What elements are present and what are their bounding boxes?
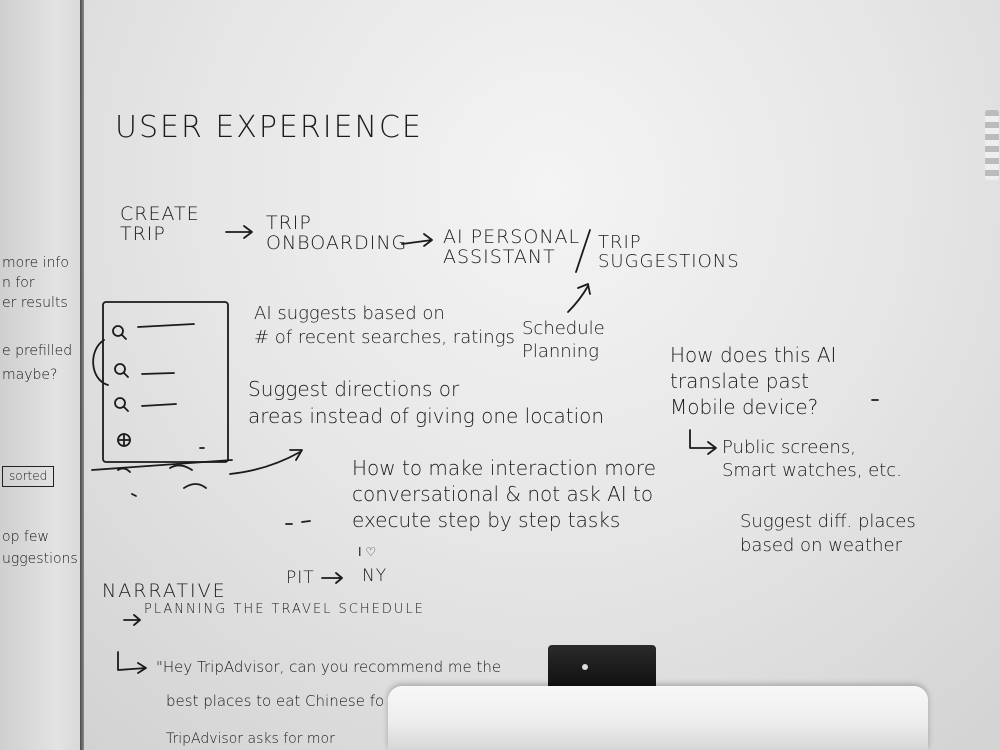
arrow-icon xyxy=(567,283,591,313)
left-note-3: er results xyxy=(2,295,68,311)
route-from: PIT xyxy=(286,568,315,588)
arrow-icon xyxy=(117,651,147,674)
left-note-1: more info xyxy=(2,255,69,271)
left-note-box: sorted xyxy=(2,466,55,487)
add-icon xyxy=(117,433,131,447)
arrow-icon xyxy=(689,429,717,455)
left-note-6: op few xyxy=(2,529,49,545)
arrow-icon xyxy=(401,233,433,247)
left-note-4: e prefilled xyxy=(2,343,73,359)
paper-roll xyxy=(388,686,928,750)
note-device: How does this AI translate past Mobile d… xyxy=(670,343,837,419)
search-icon xyxy=(114,397,129,412)
flow-create-trip: CREATE TRIP xyxy=(120,203,200,245)
arrow-icon xyxy=(321,572,343,584)
title: USER EXPERIENCE xyxy=(115,110,423,145)
flow-trip-onboarding: TRIP ONBOARDING xyxy=(266,212,408,254)
note-ai-suggests: AI suggests based on # of recent searche… xyxy=(254,303,515,349)
divider-slash xyxy=(575,229,591,273)
note-suggest-directions: Suggest directions or areas instead of g… xyxy=(248,377,605,428)
flow-trip-suggestions: TRIP SUGGESTIONS xyxy=(598,232,740,272)
narrative-quote-3: TripAdvisor asks for mor xyxy=(166,731,335,747)
narrative-heading: NARRATIVE xyxy=(102,580,227,602)
note-public-screens: Public screens, Smart watches, etc. xyxy=(722,437,902,482)
narrative-subheading: PLANNING THE TRAVEL SCHEDULE xyxy=(144,602,425,617)
left-whiteboard-panel xyxy=(0,0,82,750)
search-icon xyxy=(114,363,129,378)
arrow-icon xyxy=(229,449,303,475)
left-note-7: uggestions xyxy=(2,551,78,567)
magnet-strip xyxy=(985,110,999,180)
narrative-quote-2: best places to eat Chinese fo xyxy=(166,692,385,710)
left-note-5: maybe? xyxy=(2,367,58,383)
left-note-2: n for xyxy=(2,275,35,291)
narrative-quote-1: "Hey TripAdvisor, can you recommend me t… xyxy=(156,658,502,676)
board-seam xyxy=(80,0,84,750)
whiteboard-eraser xyxy=(548,645,656,691)
route-to: NY xyxy=(362,566,388,586)
flow-ai-assistant: AI PERSONAL ASSISTANT xyxy=(443,226,581,268)
arrow-icon xyxy=(225,225,253,239)
route-mark: I ♡ xyxy=(358,545,377,559)
note-weather: Suggest diff. places based on weather xyxy=(740,511,916,557)
note-conversational: How to make interaction more conversatio… xyxy=(352,456,657,532)
arrow-icon xyxy=(123,614,141,626)
search-icon xyxy=(112,325,127,340)
flow-schedule-planning: Schedule Planning xyxy=(522,318,605,362)
